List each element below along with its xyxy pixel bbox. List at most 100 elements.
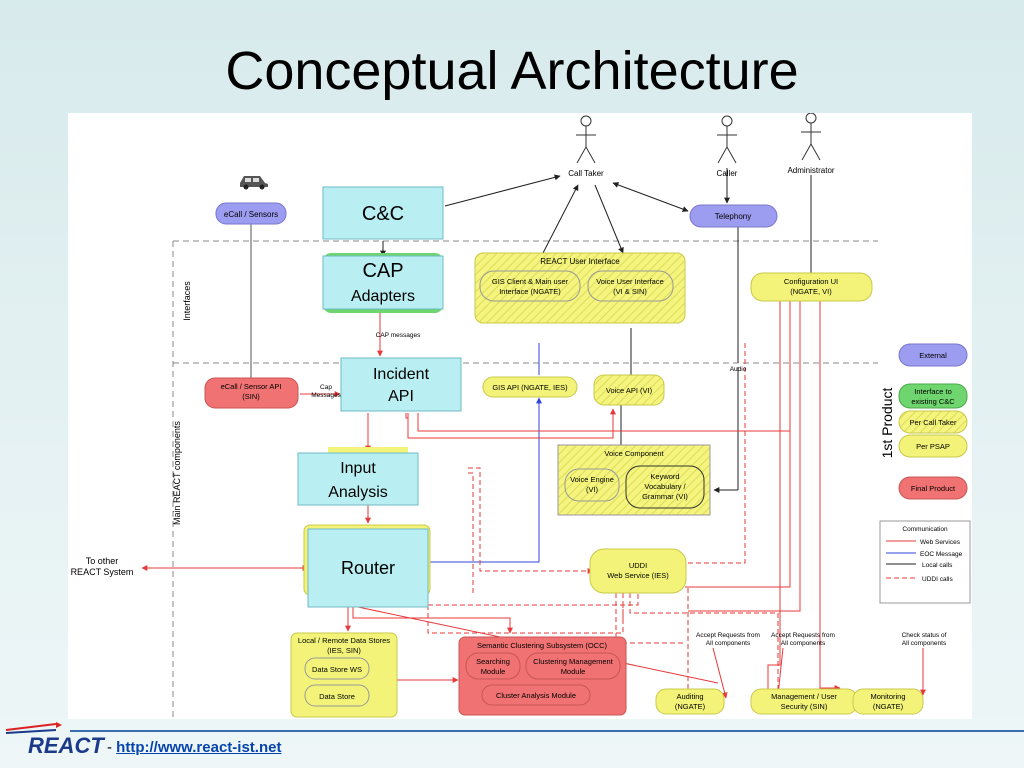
cc-node — [322, 186, 444, 240]
react-ui-label: REACT User Interface — [540, 257, 620, 266]
voice-engine-node — [564, 468, 620, 502]
mgmt-label-1: Management / User — [771, 692, 837, 701]
searching-label-2: Module — [481, 667, 506, 676]
input-analysis-node — [297, 452, 419, 506]
legend-per-call-taker-node — [898, 410, 968, 434]
incident-api-node — [340, 357, 462, 412]
accept-2-label-b: All components — [781, 640, 826, 647]
accept-1-label-b: All components — [706, 640, 751, 647]
check-label-a: Check status of — [902, 632, 947, 639]
accept-1-label-a: Accept Requests from — [696, 632, 760, 639]
uddi-label-2: Web Service (IES) — [607, 571, 669, 580]
legend-external-label: External — [919, 351, 947, 360]
voice-ui-label-1: Voice User Interface — [596, 277, 664, 286]
react-logo-arrows-icon — [5, 722, 62, 734]
cap-msgs-label-2: Messages — [311, 392, 341, 399]
footer-prefix: - — [107, 739, 112, 756]
data-store-ws-node — [304, 657, 370, 680]
cap-adapters-sub-label: Adapters — [351, 288, 415, 305]
data-store-node — [304, 684, 370, 707]
legend-final-product-node — [898, 476, 968, 500]
data-store-ws-label: Data Store WS — [312, 665, 362, 674]
legend-web-label: Web Services — [920, 539, 961, 546]
cluster-analysis-label: Cluster Analysis Module — [496, 691, 576, 700]
gis-api-label: GIS API (NGATE, IES) — [492, 383, 568, 392]
gis-api-node — [482, 376, 578, 398]
voice-api-label: Voice API (VI) — [606, 386, 653, 395]
gis-client-label-2: Interface (NGATE) — [499, 287, 561, 296]
cap-msgs-label-1: Cap — [320, 384, 332, 391]
legend-interface-cc-label-2: existing C&C — [911, 397, 955, 406]
cluster-analysis-node — [481, 684, 591, 706]
footer: - http://www.react-ist.net — [107, 739, 281, 756]
legend-communication-title: Communication — [902, 526, 948, 533]
call-taker-actor-icon — [576, 115, 596, 164]
legend-interface-cc-node — [898, 383, 968, 409]
legend-per-psap-label: Per PSAP — [916, 442, 950, 451]
legend-uddi-label: UDDI calls — [922, 576, 953, 583]
legend-per-call-taker-label: Per Call Taker — [910, 418, 957, 427]
uddi-node — [589, 548, 687, 594]
incident-api-label-1: Incident — [373, 366, 430, 383]
router-label: Router — [341, 558, 395, 578]
auditing-node — [655, 688, 725, 715]
administrator-actor-icon — [801, 113, 821, 161]
config-ui-label-1: Configuration UI — [784, 277, 838, 286]
voice-api-node — [593, 374, 665, 406]
cap-label: CAP — [362, 260, 403, 282]
searching-module-node — [465, 652, 521, 680]
incident-api-label-2: API — [388, 388, 414, 405]
legend-per-psap-node — [898, 434, 968, 458]
voice-ui-label-2: (VI & SIN) — [613, 287, 647, 296]
data-stores-label-2: (IES, SIN) — [327, 646, 361, 655]
caller-actor-icon — [717, 115, 737, 164]
react-logo: REACT — [28, 733, 104, 758]
clustering-module-node — [525, 652, 621, 680]
to-other-label-2: REACT System — [71, 567, 134, 577]
auditing-label-2: (NGATE) — [675, 702, 706, 711]
uddi-label-1: UDDI — [629, 561, 647, 570]
audio-label: Audio — [730, 366, 747, 373]
telephony-node — [689, 204, 778, 228]
car-icon — [240, 176, 268, 190]
check-label-b: All components — [902, 640, 947, 647]
main-components-label: Main REACT components — [172, 421, 182, 525]
call-taker-label: Call Taker — [568, 169, 604, 178]
config-ui-node — [750, 272, 873, 302]
ecall-sensors-node — [215, 202, 287, 225]
semantic-label: Semantic Clustering Subsystem (OCC) — [477, 641, 608, 650]
legend-final-product-label: Final Product — [911, 484, 956, 493]
cap-messages-label: CAP messages — [376, 332, 421, 339]
legend-external-node — [898, 343, 968, 367]
monitoring-label-1: Monitoring — [870, 692, 905, 701]
keyword-node — [625, 465, 705, 509]
legend-eoc-label: EOC Message — [920, 551, 963, 558]
to-other-label-1: To other — [86, 556, 119, 566]
monitoring-label-2: (NGATE) — [873, 702, 904, 711]
voice-ui-node — [587, 270, 674, 302]
legend-local-label: Local calls — [922, 562, 953, 569]
accept-2-label-a: Accept Requests from — [771, 632, 835, 639]
administrator-label: Administrator — [787, 166, 834, 175]
auditing-label-1: Auditing — [676, 692, 703, 701]
first-product-label: 1st Product — [879, 387, 895, 458]
voice-engine-label-1: Voice Engine — [570, 475, 614, 484]
interfaces-label: Interfaces — [182, 281, 192, 321]
ecall-api-label-1: eCall / Sensor API — [221, 382, 282, 391]
mgmt-label-2: Security (SIN) — [781, 702, 828, 711]
monitoring-node — [852, 688, 924, 715]
telephony-label: Telephony — [715, 212, 751, 221]
architecture-diagram: Interfaces Main REACT components Call Ta… — [68, 113, 972, 719]
searching-label-1: Searching — [476, 657, 510, 666]
footer-link[interactable]: http://www.react-ist.net — [116, 739, 282, 756]
cap-adapters-node — [322, 255, 444, 310]
data-store-label: Data Store — [319, 692, 355, 701]
data-stores-label-1: Local / Remote Data Stores — [298, 636, 390, 645]
ecall-api-label-2: (SIN) — [242, 392, 260, 401]
legend-interface-cc-label-1: Interface to — [914, 387, 952, 396]
legend-communication-box — [879, 520, 971, 604]
cc-label: C&C — [362, 203, 404, 225]
clustering-label-2: Module — [561, 667, 586, 676]
voice-component-label: Voice Component — [604, 449, 664, 458]
slide-title: Conceptual Architecture — [225, 41, 799, 101]
